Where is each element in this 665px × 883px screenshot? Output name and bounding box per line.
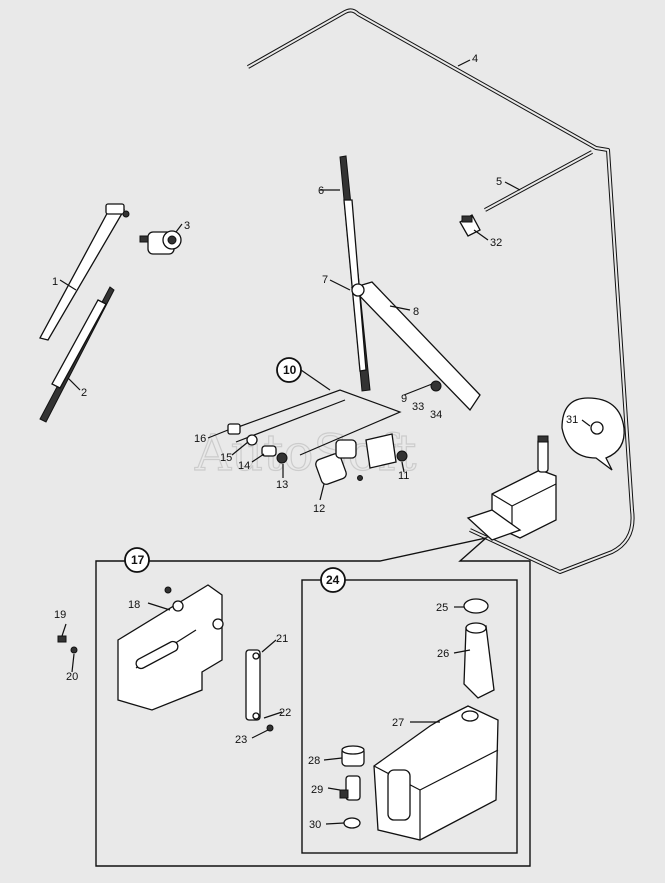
group-callout-24-circle [320,567,346,593]
callout-32: 32 [490,237,502,249]
bracket-18 [117,584,224,711]
filler-neck-26 [463,622,495,699]
callout-5: 5 [496,176,502,188]
callout-13: 13 [276,479,288,491]
bolt-19-20 [57,635,78,654]
callout-29: 29 [311,784,323,796]
group-callout-10: 10 [283,363,297,377]
seal-30 [343,817,361,829]
washer-hose-4 [247,8,635,574]
callout-7: 7 [322,274,328,286]
callout-30: 30 [309,819,321,831]
callout-25: 25 [436,602,448,614]
wiper-blade-2 [39,286,115,423]
group-callout-24: 24 [326,573,340,587]
callout-12: 12 [313,503,325,515]
detail-frame-17 [95,536,531,867]
pump-28 [341,745,365,767]
callout-16: 16 [194,433,206,445]
group-callout-17-circle [124,547,150,573]
callout-2: 2 [81,387,87,399]
group-10-leader [300,369,331,391]
callout-8: 8 [413,306,419,318]
callout-11: 11 [398,470,409,482]
detail-bubble-31 [561,397,625,471]
callout-20: 20 [66,671,78,683]
callout-15: 15 [220,452,232,464]
wiper-blade-6 [339,155,371,392]
callout-3: 3 [184,220,190,232]
callout-23: 23 [235,734,247,746]
callout-18: 18 [128,599,140,611]
callout-9: 9 [401,393,407,405]
group-callout-17: 17 [131,553,145,567]
callout-4: 4 [472,53,478,65]
callout-22: 22 [279,707,291,719]
callout-27: 27 [392,717,404,729]
callout-1: 1 [52,276,58,288]
wiper-arm-8 [350,281,481,412]
callout-33: 33 [412,401,424,413]
callout-28: 28 [308,755,320,767]
leader-lines [59,59,591,825]
reservoir-tank-27 [373,705,499,841]
callout-26: 26 [437,648,449,660]
callout-6: 6 [318,185,324,197]
washer-reservoir [466,435,557,541]
filler-cap-25 [463,598,489,614]
callout-21: 21 [276,633,288,645]
grommet-29 [339,775,361,801]
detail-frame-24 [301,579,518,854]
strap-21-22 [245,649,274,732]
wiper-motor-assembly-10 [227,389,408,485]
wiper-arm-1 [39,203,130,341]
callout-19: 19 [54,609,66,621]
callout-34: 34 [430,409,442,421]
wiper-motor-3 [139,230,182,255]
callout-31: 31 [566,414,578,426]
washer-hose-5 [484,150,593,212]
callout-14: 14 [238,460,250,472]
